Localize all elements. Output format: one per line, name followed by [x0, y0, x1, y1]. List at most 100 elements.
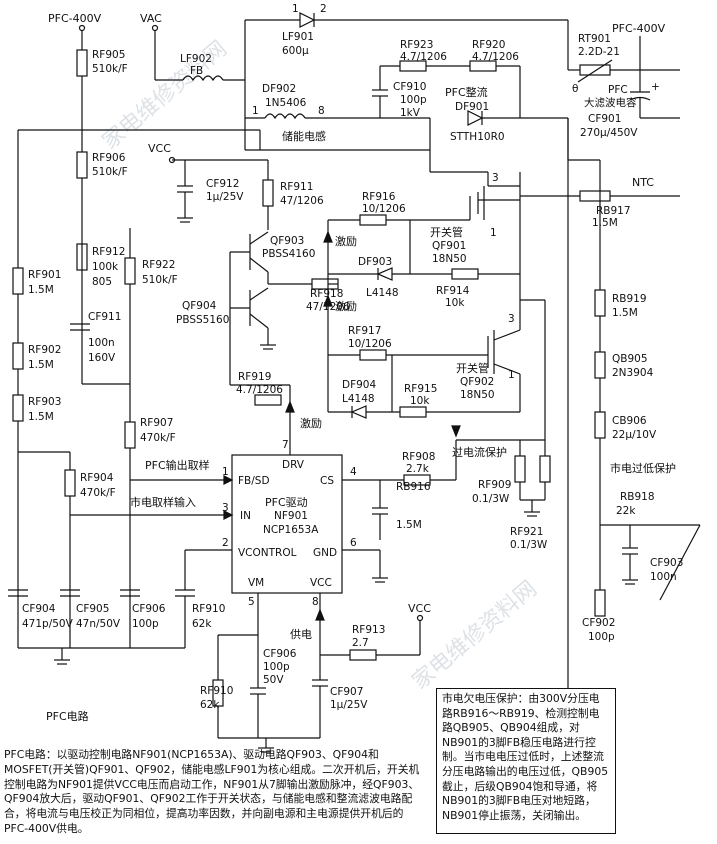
cf912-value: 1μ/25V	[206, 191, 244, 203]
rf911-value: 47/1206	[280, 195, 324, 207]
net-pfc-400v-right: PFC-400V	[612, 22, 666, 35]
rb919-value: 22μ/10V	[612, 429, 657, 441]
resistor-rf911	[262, 179, 274, 207]
arrow-up-2	[323, 294, 333, 307]
rf917-ref: RF917	[348, 325, 381, 337]
lf901-ref: DF902	[262, 83, 296, 95]
label-pfc-filter: PFC	[608, 84, 628, 96]
label-mains-sample-input: 市电取样输入	[130, 495, 196, 509]
label-pfc-output-sample: PFC输出取样	[145, 458, 210, 472]
rf912-value: 100k	[92, 261, 119, 273]
ic-pinnum-2: 2	[222, 537, 229, 549]
qf902-ref: QF902	[460, 376, 494, 388]
df903-ref: DF903	[358, 256, 392, 268]
cf912-ref: CF912	[206, 178, 239, 190]
ic-pin-vcc: VCC	[310, 577, 332, 589]
label-pfc-rectifier: PFC整流	[445, 85, 488, 99]
resistor-rf905	[76, 49, 88, 77]
label-circuit-name: PFC电路	[46, 710, 89, 723]
resistor-rf912	[76, 243, 88, 271]
rb918-value: 100p	[588, 631, 615, 643]
ic-pinnum-4: 4	[350, 466, 357, 478]
rb917-value: 2N3904	[612, 367, 654, 379]
rf907-ref: RF907	[140, 417, 173, 429]
resistor-rf915	[399, 406, 427, 418]
rt901-ref: RT901	[578, 33, 611, 45]
diode-df903	[376, 267, 393, 281]
resistor-rb917	[594, 351, 606, 379]
cf902-value: 47n/50V	[76, 618, 121, 630]
rf919-ref: RF919	[238, 371, 271, 383]
cf910-ref: CF910	[393, 81, 426, 93]
resistor-rf922	[124, 257, 136, 285]
rf915-ref: RF915	[404, 383, 437, 395]
cf904-value: 100p	[132, 618, 159, 630]
cf909-ref: RB916	[396, 481, 431, 493]
label-excite-3: 激励	[300, 416, 322, 430]
label-overcurrent: 过电流保护	[452, 445, 507, 459]
qf901-value: 18N50	[432, 253, 467, 265]
label-storage-inductor: 储能电感	[282, 129, 326, 143]
rf904-value: 470k/F	[80, 487, 116, 499]
rf920-value: 4.7/1206	[472, 51, 519, 63]
diode-df901	[467, 110, 484, 126]
ic-pin-in: IN	[240, 510, 251, 522]
rf903-ref: RF903	[28, 396, 61, 408]
rf913-value-shown: 2.7	[352, 637, 369, 649]
rb918-ref: CF902	[582, 617, 615, 629]
cf907-label-group: CF907 1μ/25V	[330, 686, 367, 712]
resistor-rf913	[349, 649, 377, 661]
df902-pin2: 2	[320, 3, 327, 15]
net-vac: VAC	[140, 12, 162, 25]
rb917-ref: QB905	[612, 353, 648, 365]
diode-df904	[350, 405, 367, 419]
rf909-ref: RF909	[478, 479, 511, 491]
net-vcc-2: VCC	[408, 602, 431, 615]
cf905-ref: RF910	[192, 603, 225, 615]
cf910-value2: 1kV	[400, 107, 421, 119]
rf904-ref: RF904	[80, 472, 114, 484]
rf913-ref-shown: RF913	[352, 624, 386, 636]
resistor-rf921	[539, 455, 551, 483]
resistor-rf902	[12, 342, 24, 370]
rf918-ref: RF918	[310, 288, 343, 300]
rf906-value: 510k/F	[92, 166, 128, 178]
cf902-ref: CF905	[76, 603, 109, 615]
rf911-ref: RF911	[280, 181, 313, 193]
ic-pinnum-6: 6	[350, 537, 357, 549]
cf901-value: 270μ/450V	[580, 127, 638, 139]
qb905-ref: RB918	[620, 491, 655, 503]
cf907-value-shown: 1μ/25V	[330, 699, 368, 711]
resistor-rf909	[514, 455, 526, 483]
arrow-power	[315, 608, 325, 621]
rf923-ref: RF923	[400, 39, 433, 51]
rf905-ref: RF905	[92, 49, 125, 61]
resistor-rf917	[359, 349, 387, 361]
cf910-value: 100p	[400, 94, 427, 106]
net-vcc-1: VCC	[148, 142, 171, 155]
label-power-supply: 供电	[290, 627, 312, 641]
label-excite-2: 激励	[335, 299, 357, 313]
thermistor-rt901	[579, 64, 611, 76]
resistor-rb916	[594, 289, 606, 317]
resistor-rb919	[594, 411, 606, 439]
df904-ref: DF904	[342, 379, 376, 391]
ic-pin-gnd: GND	[313, 547, 337, 559]
df903-value: L4148	[366, 287, 399, 299]
ic-pinnum-5: 5	[248, 596, 255, 608]
resistor-rf916	[359, 214, 387, 226]
rb919-ref: CB906	[612, 415, 647, 427]
rf914-value: 10k	[445, 297, 465, 309]
lf902-ref: LF902	[180, 53, 212, 65]
label-ntc: NTC	[632, 176, 654, 189]
ic-ref: NF901	[274, 510, 308, 522]
rf912-ref: RF912	[92, 246, 125, 258]
rf920-ref: RF920	[472, 39, 505, 51]
arrow-fb	[223, 475, 234, 485]
ic-nf901	[231, 454, 343, 594]
ic-title: PFC驱动	[265, 496, 308, 509]
cf906-id-shown: CF906	[263, 648, 297, 660]
rf908-value: 2.7k	[406, 463, 430, 475]
node-vac	[151, 24, 159, 32]
